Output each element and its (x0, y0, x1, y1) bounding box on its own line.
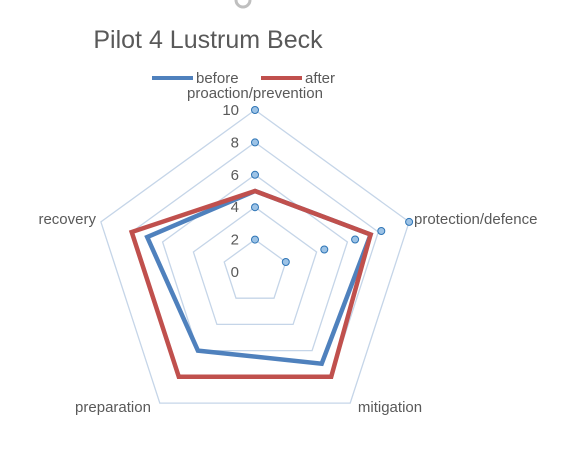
tick-label-10: 10 (222, 102, 239, 119)
tick-label-8: 8 (231, 134, 239, 151)
axis-label-preparation: preparation (75, 399, 151, 416)
grid-ring-4 (192, 206, 318, 326)
tick-label-0: 0 (231, 264, 239, 281)
axis-marker-10 (251, 106, 259, 114)
axis-marker-8 (251, 138, 259, 147)
tick-label-6: 6 (231, 167, 239, 184)
radial-tick-labels: 0 2 4 6 8 10 (222, 102, 414, 281)
axis-marker-2 (251, 235, 259, 244)
axis-label-protection: protection/defence (414, 211, 537, 228)
legend: before after (152, 70, 335, 87)
radar-series (128, 188, 374, 380)
top-ring-decoration (234, 0, 252, 9)
axis-marker-protection-2 (281, 258, 290, 266)
tick-label-2: 2 (231, 232, 239, 249)
chart-title: Pilot 4 Lustrum Beck (93, 26, 323, 54)
tick-label-4: 4 (231, 199, 239, 216)
axis-marker-4 (251, 203, 259, 212)
axis-marker-protection-10 (405, 217, 414, 226)
grid-ring-10 (100, 109, 410, 404)
axis-label-mitigation: mitigation (358, 399, 422, 416)
axis-label-recovery: recovery (38, 211, 96, 228)
axis-marker-6 (251, 170, 259, 179)
series-line-after (128, 188, 374, 380)
grid-ring-6 (161, 173, 349, 352)
legend-label-before: before (196, 70, 239, 87)
legend-label-after: after (305, 70, 335, 87)
axis-marker-protection-4 (320, 245, 329, 254)
grid-ring-2 (223, 238, 287, 299)
axis-marker-protection-6 (351, 235, 360, 244)
axis-label-proaction: proaction/prevention (187, 85, 323, 102)
axis-marker-protection-8 (377, 227, 386, 235)
